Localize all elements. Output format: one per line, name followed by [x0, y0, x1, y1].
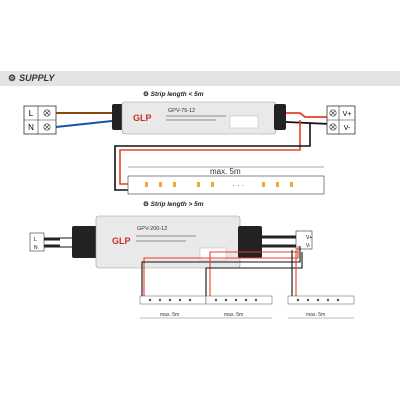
led-strip-1: max. 5m · · · — [127, 166, 325, 195]
terminal-label-vplus: V+ — [306, 235, 312, 241]
section1-title: ⚙ Strip length < 5m — [143, 91, 204, 98]
terminal-label-L: L — [29, 109, 34, 118]
gear-icon: ⚙ — [143, 201, 151, 208]
input-terminal-block-2: L N — [29, 232, 45, 252]
psu-model-label: GPV-75-12 — [168, 108, 195, 114]
psu-model-label: GPV-200-12 — [137, 226, 167, 232]
gear-icon: ⚙ — [143, 91, 151, 98]
strip-negative-wire — [114, 124, 311, 191]
terminal-label-vplus: V+ — [343, 111, 352, 118]
section2-title: ⚙ Strip length > 5m — [143, 201, 204, 208]
gear-icon: ⚙ — [8, 73, 17, 83]
supply-title: ⚙SUPPLY — [8, 73, 55, 83]
strip-length-label: max. 5m — [306, 312, 325, 318]
strip-length-label: max. 5m — [160, 312, 179, 318]
psu-gpv-75-12: GLP GPV-75-12 — [112, 101, 286, 135]
neutral-wire — [55, 120, 113, 128]
brand-logo: GLP — [112, 236, 131, 246]
supply-header: ⚙SUPPLY — [0, 71, 400, 86]
led-strip-segment-3: max. 5m — [287, 295, 355, 319]
terminal-label-L: L — [34, 237, 37, 243]
strip-length-label: max. 5m — [210, 167, 241, 176]
output-terminal-block-1: V+ V- — [326, 105, 356, 135]
led-strip-segment-1: max. 5m — [139, 295, 207, 319]
terminal-label-N: N — [34, 245, 38, 251]
input-terminal-block-1: L N — [23, 105, 57, 135]
terminal-label-N: N — [28, 123, 34, 132]
fanout-wires — [141, 246, 303, 296]
mains-cable — [44, 237, 60, 248]
strip-length-label: max. 5m — [224, 312, 243, 318]
svg-text:· · ·: · · · — [232, 181, 244, 190]
led-strip-segment-2: max. 5m — [205, 295, 273, 319]
psu-gpv-200-12: GLP GPV-200-12 — [72, 215, 262, 269]
negative-wire — [285, 121, 331, 125]
terminal-label-vminus: V- — [306, 243, 311, 249]
output-terminal-block-2: V+ V- — [295, 230, 312, 250]
screw-icon — [43, 109, 51, 131]
strip-positive-wire — [119, 120, 301, 185]
positive-wire — [286, 112, 330, 118]
screw-icon — [329, 109, 337, 131]
brand-logo: GLP — [133, 113, 152, 123]
terminal-label-vminus: V- — [344, 125, 351, 132]
